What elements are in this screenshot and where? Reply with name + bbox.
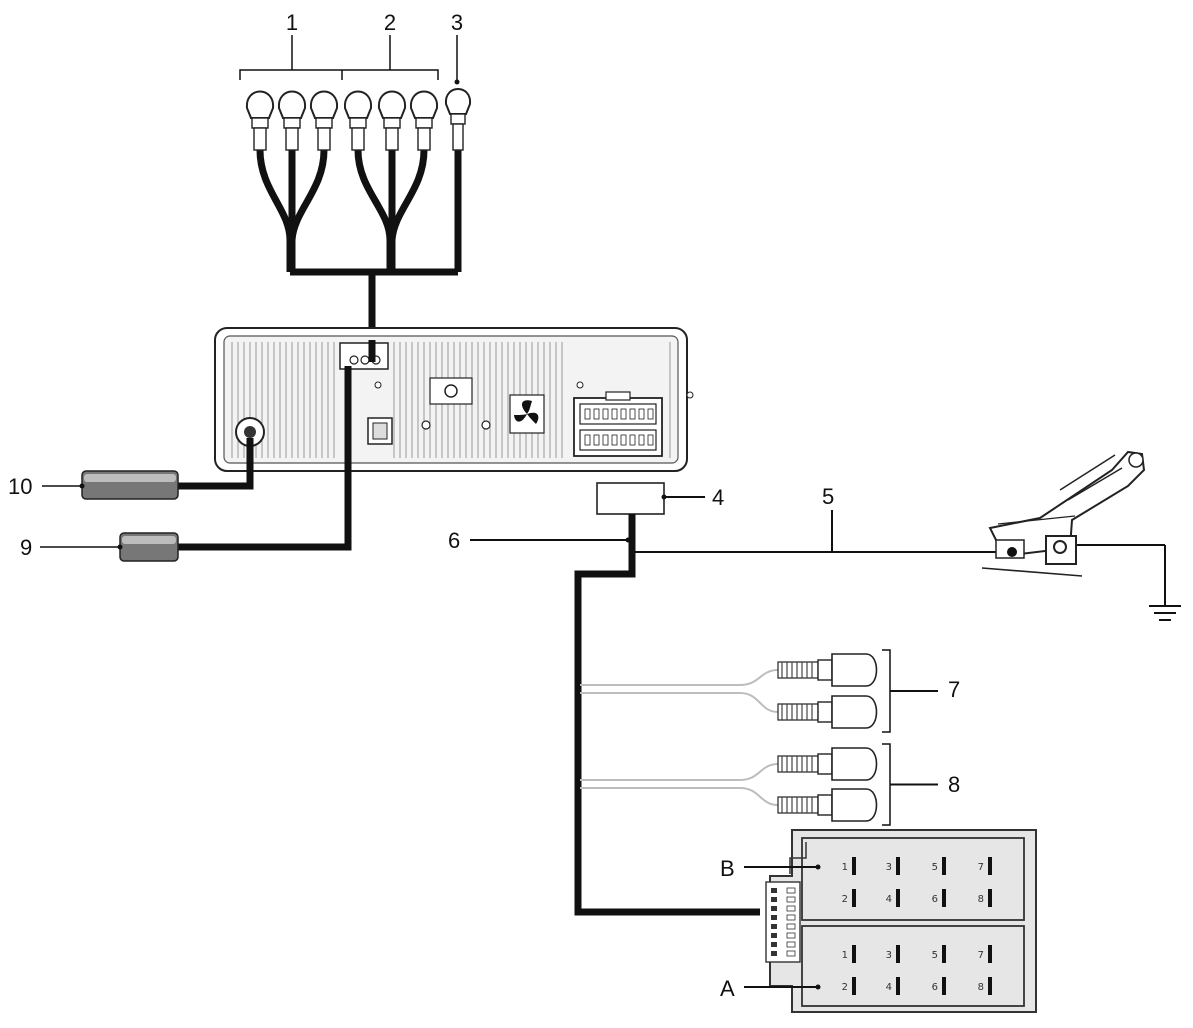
cable-2a bbox=[354, 149, 394, 272]
label-b: B bbox=[720, 856, 735, 881]
rca-group-7 bbox=[580, 649, 938, 733]
iso-a-pin-top-3: 5 bbox=[932, 950, 938, 961]
cable-main bbox=[574, 514, 760, 916]
iso-a-pin-contact bbox=[852, 945, 856, 963]
iso-block-a bbox=[801, 925, 1025, 1007]
rca-plug-group-2 bbox=[343, 90, 439, 151]
iso-socket bbox=[573, 391, 663, 457]
iso-a-pin-contact bbox=[988, 945, 992, 963]
cable-1a bbox=[256, 149, 294, 272]
label-9: 9 bbox=[20, 535, 32, 560]
label-5: 5 bbox=[822, 484, 834, 509]
iso-a-pin-top-4: 7 bbox=[978, 950, 984, 961]
mounting-hole bbox=[444, 384, 458, 398]
iso-a-pin-bottom-2: 4 bbox=[886, 982, 892, 993]
label-6: 6 bbox=[448, 528, 460, 553]
box-4: 4 bbox=[596, 482, 724, 515]
label-10: 10 bbox=[8, 474, 32, 499]
rca-group-8 bbox=[580, 743, 938, 826]
iso-b-pin-contact bbox=[896, 889, 900, 907]
rca-plug-3 bbox=[444, 88, 472, 151]
iso-a-pin-contact bbox=[852, 977, 856, 995]
rca-plug-group-1 bbox=[245, 90, 339, 151]
iso-b-pin-top-3: 5 bbox=[932, 862, 938, 873]
cable-2c bbox=[388, 149, 428, 241]
label-a: A bbox=[720, 976, 735, 1001]
iso-b-pin-contact bbox=[942, 857, 946, 875]
iso-b-pin-bottom-1: 2 bbox=[842, 894, 848, 905]
iso-a-pin-top-2: 3 bbox=[886, 950, 892, 961]
iso-a-pin-bottom-1: 2 bbox=[842, 982, 848, 993]
label-1: 1 bbox=[286, 10, 298, 35]
iso-a-pin-bottom-3: 6 bbox=[932, 982, 938, 993]
leader-3-dot bbox=[454, 79, 460, 85]
cooling-fins bbox=[231, 342, 671, 458]
rca-plug-8-bottom bbox=[777, 788, 878, 822]
iso-b-pin-top-1: 1 bbox=[842, 862, 848, 873]
rca-jack-block bbox=[339, 342, 389, 370]
cable-9 bbox=[176, 366, 352, 551]
iso-connector: 1 3 5 7 2 4 6 8 1 3 5 7 2 4 6 8 bbox=[765, 829, 1037, 1013]
label-8: 8 bbox=[948, 772, 960, 797]
iso-a-pin-contact bbox=[896, 945, 900, 963]
iso-a-pin-contact bbox=[988, 977, 992, 995]
cable-10 bbox=[176, 438, 254, 490]
iso-b-pin-bottom-3: 6 bbox=[932, 894, 938, 905]
lead-9: 9 bbox=[20, 366, 352, 562]
iso-a-pin-top-1: 1 bbox=[842, 950, 848, 961]
iso-b-pin-top-2: 3 bbox=[886, 862, 892, 873]
iso-a-pin-contact bbox=[896, 977, 900, 995]
iso-b-pin-bottom-4: 8 bbox=[978, 894, 984, 905]
iso-b-pin-contact bbox=[852, 857, 856, 875]
fan-icon bbox=[509, 394, 545, 434]
iso-b-pin-contact bbox=[988, 857, 992, 875]
ground-icon bbox=[1149, 605, 1181, 621]
top-rca-harness: 1 2 3 bbox=[239, 10, 472, 345]
label-7: 7 bbox=[948, 677, 960, 702]
rca-plug-7-top bbox=[777, 653, 878, 687]
iso-block-b bbox=[801, 837, 1025, 921]
head-unit-rear-panel bbox=[214, 327, 694, 472]
label-4: 4 bbox=[712, 485, 724, 510]
rca-plug-8-top bbox=[777, 747, 878, 781]
iso-b-pin-contact bbox=[942, 889, 946, 907]
antenna-lead-10: 10 bbox=[8, 438, 254, 500]
iso-a-pin-contact bbox=[942, 945, 946, 963]
iso-b-pin-top-4: 7 bbox=[978, 862, 984, 873]
handbrake-icon bbox=[981, 450, 1146, 577]
label-2: 2 bbox=[384, 10, 396, 35]
iso-a-pin-bottom-4: 8 bbox=[978, 982, 984, 993]
cable-1c bbox=[288, 149, 328, 241]
iso-b-pin-bottom-2: 4 bbox=[886, 894, 892, 905]
iso-adapter-plug bbox=[765, 881, 801, 963]
iso-b-pin-contact bbox=[852, 889, 856, 907]
rca-plug-7-bottom bbox=[777, 695, 878, 729]
iso-b-pin-contact bbox=[896, 857, 900, 875]
bracket-groups-1-2 bbox=[239, 69, 439, 80]
antenna-socket-core bbox=[244, 426, 256, 438]
iso-b-pin-contact bbox=[988, 889, 992, 907]
iso-a-pin-contact bbox=[942, 977, 946, 995]
label-3: 3 bbox=[451, 10, 463, 35]
